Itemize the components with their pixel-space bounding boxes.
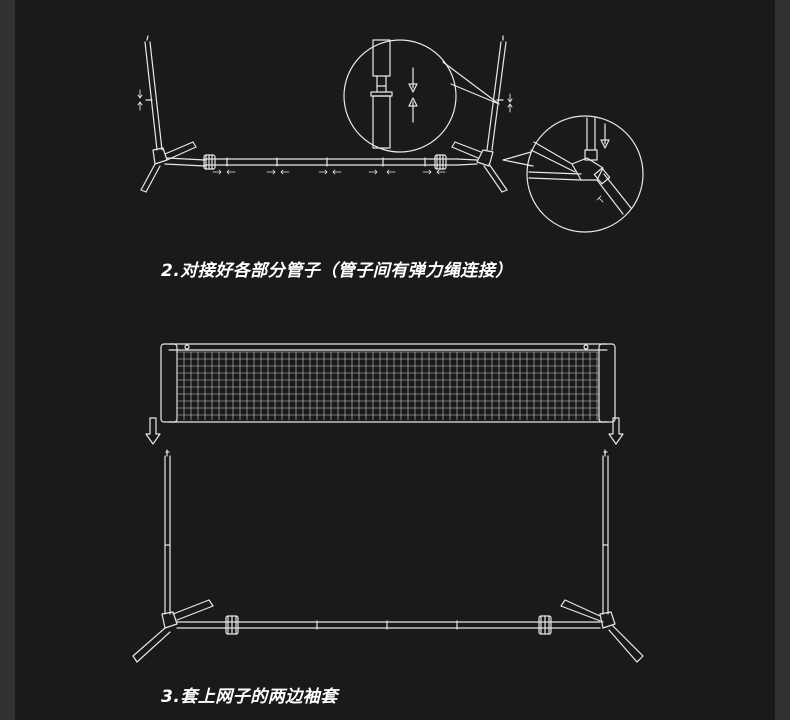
left-insert-arrows bbox=[137, 89, 143, 111]
bottom-bar-segments bbox=[203, 154, 458, 170]
step-2-caption: 2.对接好各部分管子（管子间有弹力绳连接） bbox=[161, 261, 513, 281]
right-insert-arrows bbox=[507, 93, 513, 113]
step3-frame bbox=[132, 449, 644, 663]
net bbox=[160, 343, 616, 423]
instruction-panel: 2.对接好各部分管子（管子间有弹力绳连接） 3.套上网子的两边袖套 bbox=[15, 0, 775, 720]
net-down-arrows bbox=[145, 417, 624, 445]
left-base-connector bbox=[140, 141, 206, 193]
left-upright-pole bbox=[144, 35, 163, 151]
zoom-callout-base-join bbox=[502, 115, 644, 233]
bar-joint-arrows bbox=[212, 169, 446, 175]
frame-assembly-illustration bbox=[132, 35, 644, 663]
zoom-callout-pole-join bbox=[343, 39, 500, 153]
right-upright-pole bbox=[486, 35, 507, 151]
net-mesh bbox=[176, 351, 600, 421]
step-3-caption: 3.套上网子的两边袖套 bbox=[161, 687, 338, 707]
right-base-connector bbox=[451, 141, 508, 193]
